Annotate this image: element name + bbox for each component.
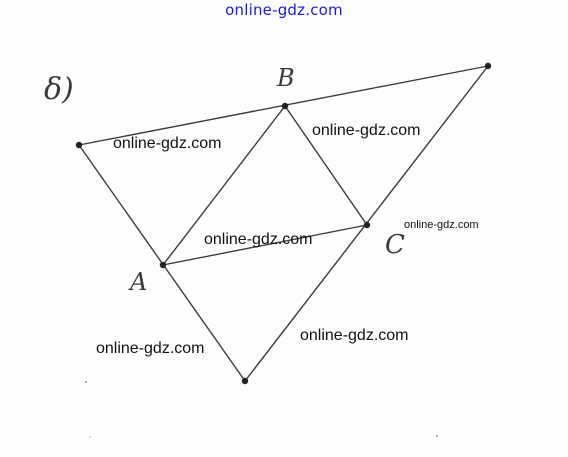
segment-ab (162, 105, 286, 266)
scan-speck (436, 435, 438, 437)
scan-speck (85, 381, 87, 383)
point-outer-bottom (241, 377, 249, 385)
watermark-text: online-gdz.com (204, 231, 313, 248)
label-point-b: B (277, 64, 295, 92)
point-c (363, 221, 371, 229)
watermark-text: online-gdz.com (312, 122, 421, 139)
watermark-text: online-gdz.com (300, 327, 409, 344)
site-link-header[interactable]: online-gdz.com (225, 1, 343, 19)
watermark-text: online-gdz.com (96, 340, 205, 357)
part-label: δ) (44, 72, 74, 107)
watermark-text: online-gdz.com (404, 219, 479, 231)
label-point-a: A (130, 268, 148, 296)
segment-ac (162, 224, 368, 266)
point-a (159, 261, 167, 269)
point-outer-right (484, 62, 492, 70)
segment-bc (284, 105, 368, 226)
watermark-text: online-gdz.com (113, 135, 222, 152)
point-outer-left (75, 141, 83, 149)
scan-speck (89, 436, 91, 438)
point-b (281, 102, 289, 110)
label-point-c: C (385, 230, 405, 260)
